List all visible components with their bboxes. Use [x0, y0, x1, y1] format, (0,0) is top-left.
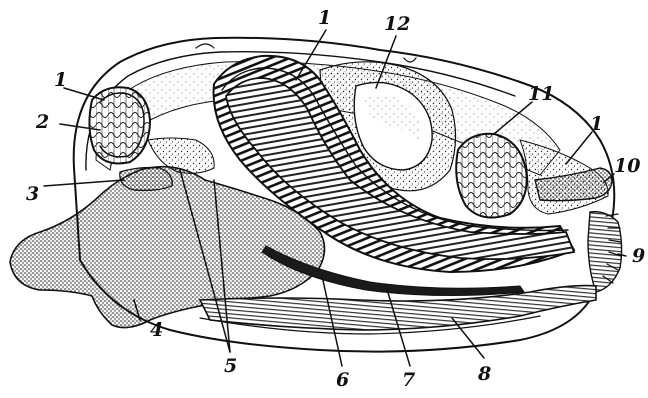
label-6: 6	[336, 369, 349, 391]
posterior-adductor-muscle	[456, 134, 526, 218]
label-9: 9	[632, 245, 645, 267]
label-1-posterior: 1	[590, 113, 603, 135]
label-11: 11	[528, 83, 554, 105]
label-3: 3	[26, 183, 39, 205]
label-5: 5	[224, 355, 237, 377]
label-2: 2	[35, 111, 49, 133]
leader-1c	[566, 132, 592, 164]
labial-palp	[120, 168, 172, 191]
label-7: 7	[402, 369, 415, 391]
hinge-mark	[196, 44, 416, 62]
inhalant-siphon	[588, 212, 622, 292]
label-10: 10	[614, 155, 640, 177]
label-8: 8	[477, 363, 491, 385]
label-1-top: 1	[318, 7, 331, 29]
label-12: 12	[384, 13, 410, 35]
label-1-anterior: 1	[54, 69, 67, 91]
label-4: 4	[150, 319, 163, 341]
